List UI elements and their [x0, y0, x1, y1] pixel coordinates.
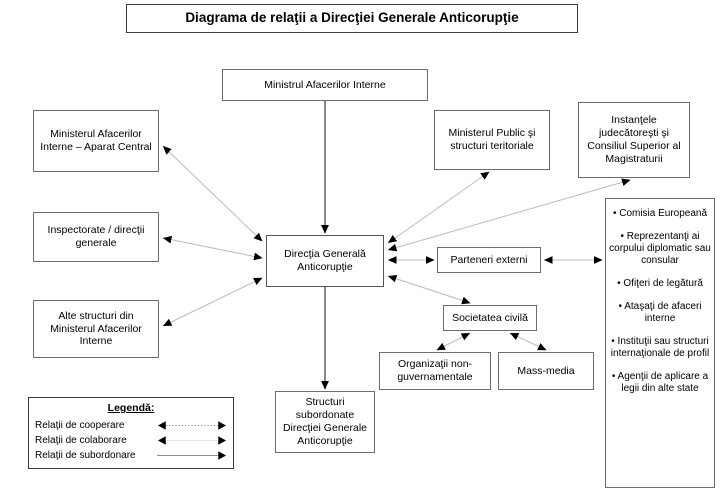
node-structuri-subordonate[interactable]: Structuri subordonate Direcţiei Generale…	[275, 391, 375, 453]
node-aparat-central[interactable]: Ministerul Afacerilor Interne – Aparat C…	[33, 110, 159, 172]
link-alte-dga	[162, 277, 263, 327]
node-mass-media[interactable]: Mass-media	[498, 352, 594, 390]
node-directia-generala-anticoruptie[interactable]: Direcţia Generală Anticorupţie	[266, 235, 384, 287]
link-societate-ong	[436, 332, 471, 351]
link-inspectorate-dga	[162, 235, 263, 261]
legend-label: Relaţii de colaborare	[35, 435, 127, 446]
external-partner-item: • Ofiţeri de legătură	[617, 278, 703, 289]
legend-row: Relaţii de subordonare	[35, 448, 227, 463]
legend-label: Relaţii de cooperare	[35, 420, 125, 431]
external-partner-item: • Ataşaţi de afaceri interne	[618, 301, 702, 324]
node-organizatii-non-guvernamentale[interactable]: Organizaţii non-guvernamentale	[379, 352, 491, 390]
external-partner-item: • Instituţii sau structuri internaţional…	[610, 336, 710, 359]
legend-symbol-dotted-double	[157, 420, 227, 431]
link-dga-public	[387, 171, 490, 244]
node-alte-structuri-mai[interactable]: Alte structuri din Ministerul Afacerilor…	[33, 300, 159, 358]
node-parteneri-externi-lista[interactable]: • Comisia Europeană • Reprezentanţi ai co…	[605, 198, 715, 488]
node-instantele-judecatoresti-csm[interactable]: Instanţele judecătoreşti şi Consiliul Su…	[578, 102, 690, 178]
node-ministerul-public[interactable]: Ministerul Public şi structuri teritoria…	[434, 110, 550, 170]
link-aparat-dga	[162, 145, 263, 242]
legend-row: Relaţii de colaborare	[35, 433, 227, 448]
node-societatea-civila[interactable]: Societatea civilă	[443, 305, 537, 331]
legend-symbol-thin-double	[157, 435, 227, 446]
legend-symbol-solid-single	[157, 450, 227, 461]
legend-row: Relaţii de cooperare	[35, 418, 227, 433]
page-title: Diagrama de relaţii a Direcţiei Generale…	[126, 4, 578, 33]
legend-title: Legendă:	[107, 402, 155, 414]
external-partners-list: • Comisia Europeană • Reprezentanţi ai co…	[606, 208, 714, 395]
node-inspectorate-directii-generale[interactable]: Inspectorate / direcţii generale	[33, 212, 159, 262]
external-partner-item: • Comisia Europeană	[612, 208, 708, 219]
link-dga-societate	[387, 274, 471, 305]
node-parteneri-externi[interactable]: Parteneri externi	[437, 247, 541, 273]
node-ministrul-afacerilor-interne[interactable]: Ministrul Afacerilor Interne	[222, 69, 428, 101]
link-dga-instante	[387, 178, 631, 252]
legend-label: Relaţii de subordonare	[35, 450, 136, 461]
external-partner-item: • Reprezentanţi ai corpului diplomatic s…	[609, 231, 711, 266]
link-societate-mass	[509, 332, 547, 351]
external-partner-item: • Agenţii de aplicare a legii din alte s…	[611, 371, 709, 394]
